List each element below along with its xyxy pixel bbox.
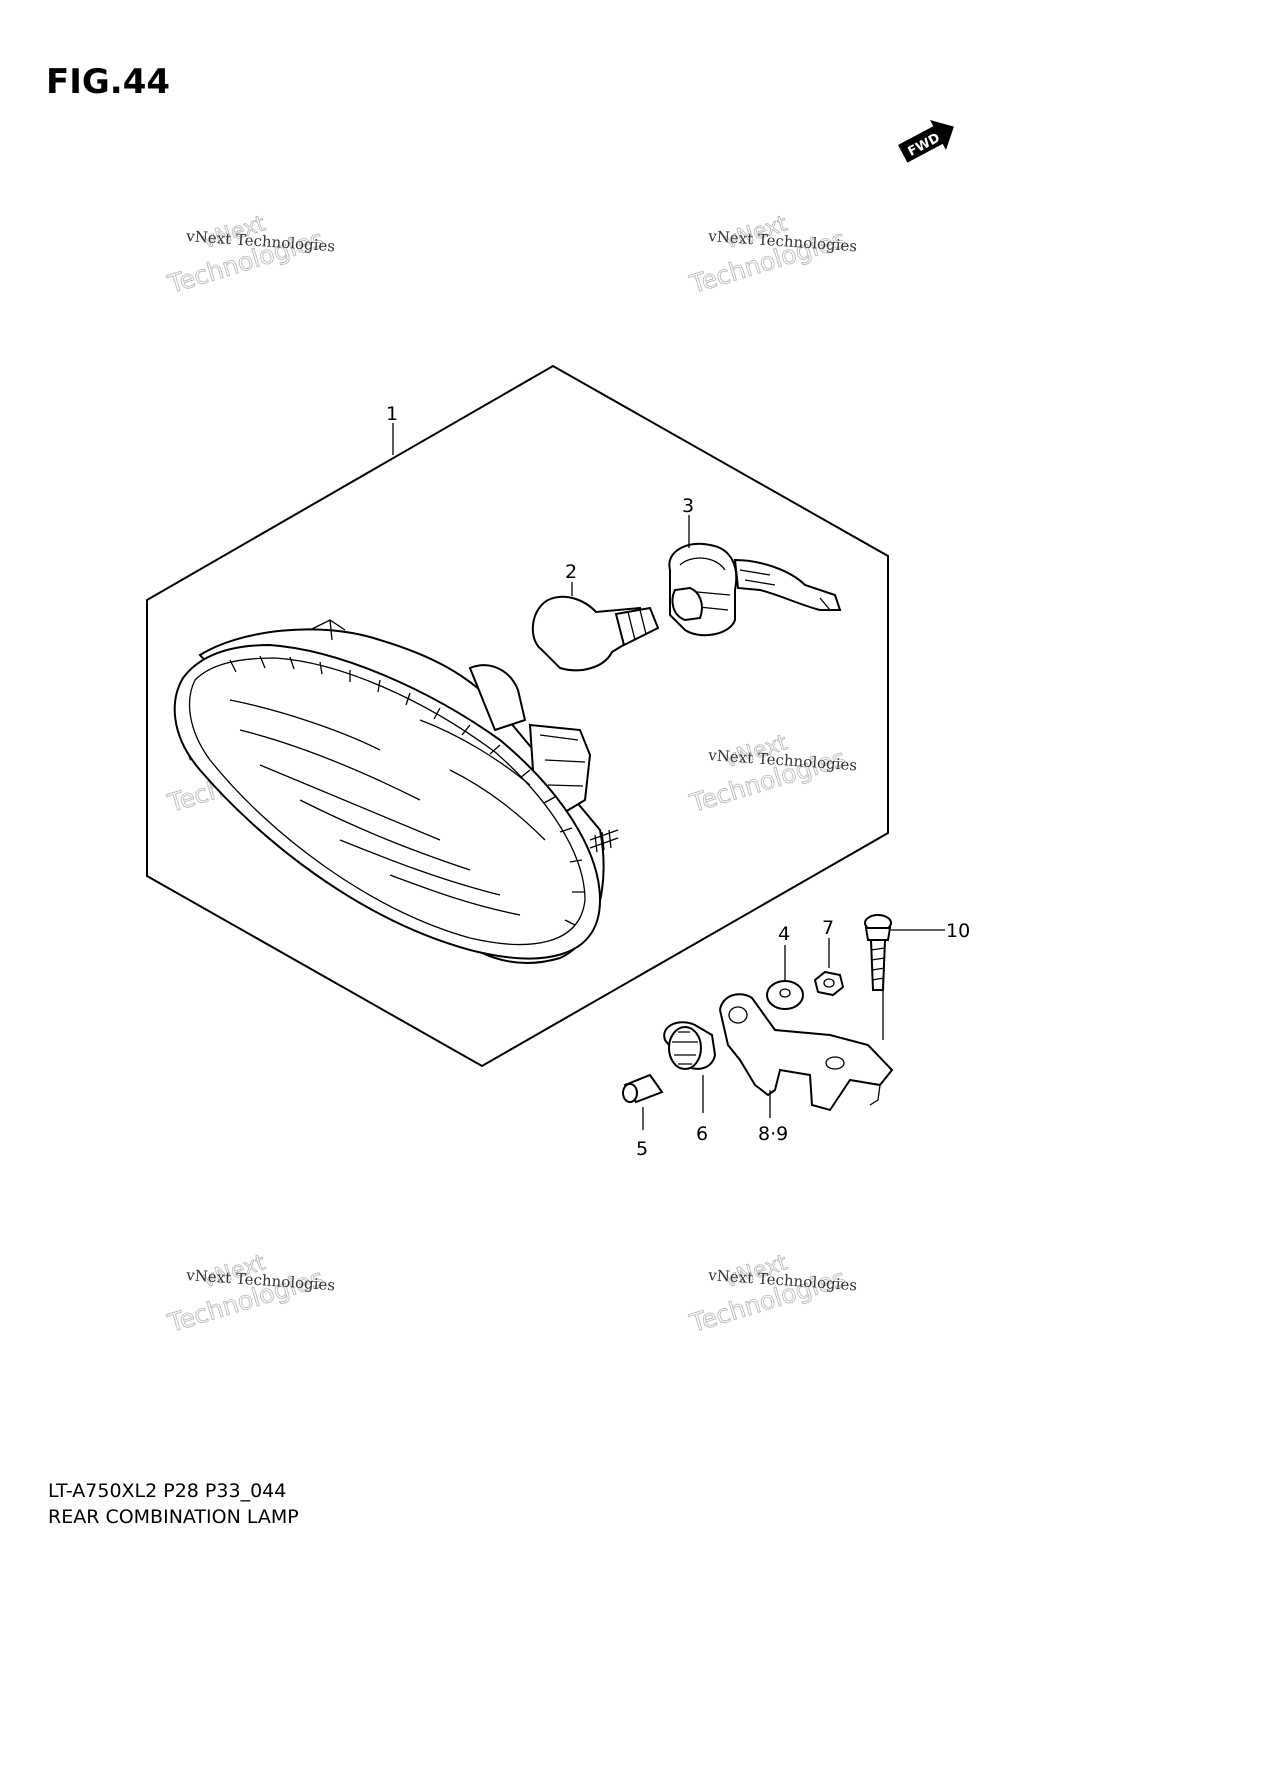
callout-1: 1 <box>386 403 398 425</box>
callout-6: 6 <box>696 1123 708 1145</box>
rear-lamp-housing <box>173 619 619 964</box>
bracket <box>718 993 894 1112</box>
callout-2: 2 <box>565 561 577 583</box>
bulb-socket <box>668 542 842 637</box>
callout-10: 10 <box>946 920 970 942</box>
part-name: REAR COMBINATION LAMP <box>48 1506 299 1528</box>
nut <box>813 970 845 997</box>
callout-8-9: 8·9 <box>758 1123 788 1145</box>
figure-title: FIG.44 <box>46 62 171 102</box>
model-code: LT-A750XL2 P28 P33_044 <box>48 1480 287 1502</box>
collar <box>622 1073 664 1104</box>
forward-arrow-icon: FWD <box>898 120 954 163</box>
callout-4: 4 <box>778 923 790 945</box>
callout-5: 5 <box>636 1138 648 1160</box>
assembly-outline <box>146 364 889 1068</box>
grommet <box>663 1021 717 1070</box>
bolt <box>864 914 892 991</box>
bulb <box>531 595 660 672</box>
callout-7: 7 <box>822 917 834 939</box>
washer <box>766 980 804 1010</box>
callout-3: 3 <box>682 495 694 517</box>
